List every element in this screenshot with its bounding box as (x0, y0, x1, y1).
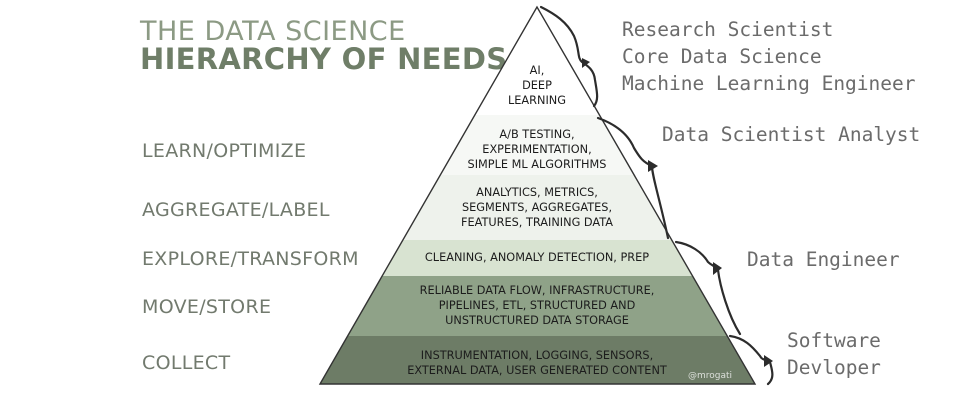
pyramid-outline (318, 5, 757, 385)
tier-line: RELIABLE DATA FLOW, INFRASTRUCTURE, (419, 284, 655, 297)
tier-line: SIMPLE ML ALGORITHMS (467, 158, 607, 171)
level-label-learn-optimize: LEARN/OPTIMIZE (142, 140, 307, 162)
tier-line: FEATURES, TRAINING DATA (460, 216, 614, 229)
bracket-tip-analyst (648, 160, 658, 172)
tier-ab-testing (440, 115, 634, 175)
tier-text-instrumentation: INSTRUMENTATION, LOGGING, SENSORS, EXTER… (407, 348, 667, 378)
bracket-analyst (596, 116, 670, 240)
title-line-2: HIERARCHY OF NEEDS (140, 42, 508, 76)
bracket-tips (582, 58, 773, 367)
role-line: Software (787, 329, 881, 352)
role-line: Devloper (787, 356, 881, 379)
tier-cleaning (381, 240, 693, 276)
tier-line: EXTERNAL DATA, USER GENERATED CONTENT (407, 364, 667, 377)
tier-text-data-flow: RELIABLE DATA FLOW, INFRASTRUCTURE, PIPE… (420, 283, 655, 328)
title-line-1: THE DATA SCIENCE (140, 16, 406, 47)
tier-line: INSTRUMENTATION, LOGGING, SENSORS, (420, 349, 654, 362)
level-label-move-store: MOVE/STORE (142, 296, 272, 318)
tier-text-analytics: ANALYTICS, METRICS, SEGMENTS, AGGREGATES… (461, 185, 613, 230)
tier-line: AI, (529, 64, 545, 77)
level-label-collect: COLLECT (142, 352, 231, 374)
role-line: Machine Learning Engineer (622, 72, 916, 95)
tier-ai (474, 7, 600, 115)
tier-text-ab-testing: A/B TESTING, EXPERIMENTATION, SIMPLE ML … (468, 127, 607, 172)
role-research: Research Scientist Core Data Science Mac… (622, 16, 916, 97)
role-line: Data Engineer (747, 248, 900, 271)
role-line: Data Scientist Analyst (662, 123, 921, 146)
bracket-tip-research (582, 58, 590, 68)
role-analyst: Data Scientist Analyst (662, 123, 920, 146)
tier-instrumentation (319, 336, 755, 384)
pyramid-tiers (319, 7, 755, 384)
tier-line: CLEANING, ANOMALY DETECTION, PREP (424, 251, 650, 264)
tier-line: UNSTRUCTURED DATA STORAGE (445, 314, 629, 327)
tier-line: ANALYTICS, METRICS, (476, 186, 598, 199)
role-developer: Software Devloper (787, 327, 881, 381)
tier-line: DEEP (522, 79, 552, 92)
tier-text-cleaning: CLEANING, ANOMALY DETECTION, PREP (425, 250, 649, 265)
bracket-tip-engineer (713, 262, 722, 275)
tier-line: PIPELINES, ETL, STRUCTURED AND (438, 299, 636, 312)
tier-line: EXPERIMENTATION, (482, 143, 592, 156)
tier-line: LEARNING (508, 94, 566, 107)
tier-line: SEGMENTS, AGGREGATES, (461, 201, 613, 214)
tier-data-flow (347, 276, 727, 336)
tier-text-ai: AI, DEEP LEARNING (508, 63, 566, 108)
tier-line: A/B TESTING, (499, 128, 575, 141)
role-engineer: Data Engineer (747, 248, 900, 271)
level-label-aggregate-label: AGGREGATE/LABEL (142, 199, 330, 221)
role-line: Research Scientist (622, 18, 834, 41)
tier-analytics (402, 175, 672, 240)
level-label-explore-transform: EXPLORE/TRANSFORM (142, 248, 359, 270)
role-line: Core Data Science (622, 45, 822, 68)
credit-watermark: @mrogati (688, 371, 733, 381)
bracket-tip-developer (764, 355, 773, 367)
